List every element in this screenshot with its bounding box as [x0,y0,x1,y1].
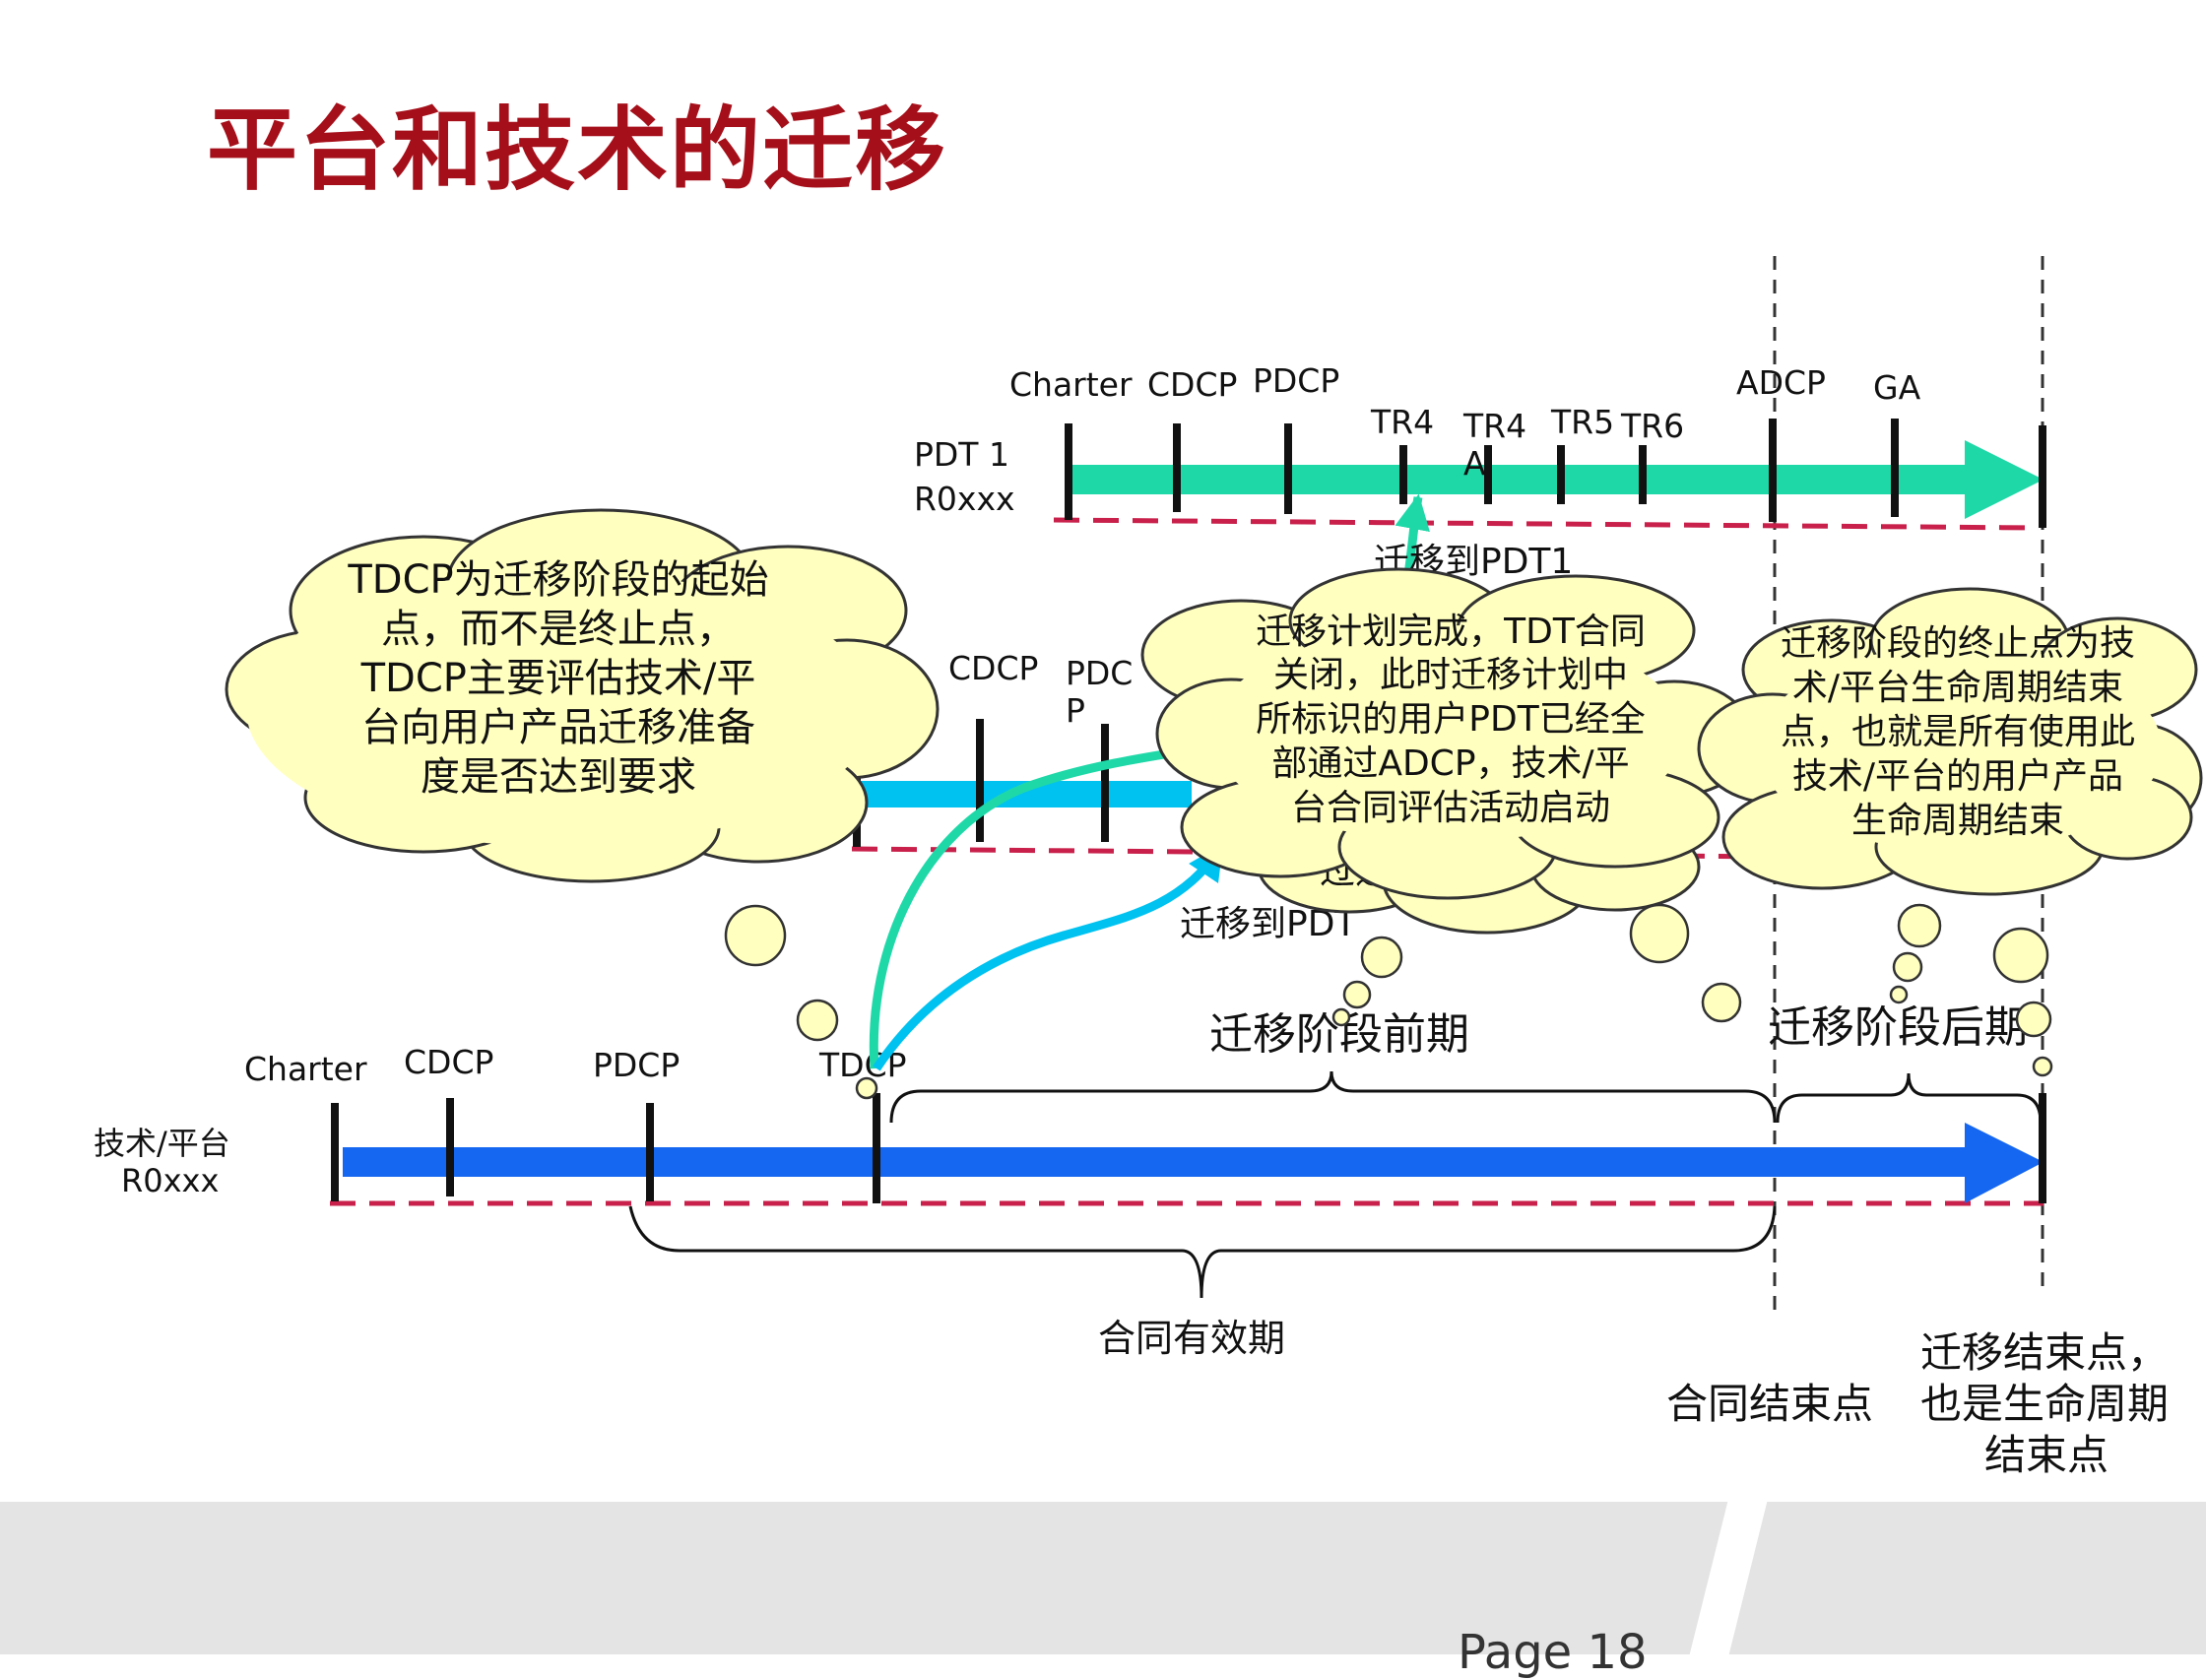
pdt1-milestone-tr4: TR4 [1370,403,1434,441]
right-cloud-line-3: 点，也就是所有使用此 [1781,712,2135,752]
pdt2-milestone-pdcp-line1: PDC [1066,654,1133,692]
migrate-to-pdt2-arrow [873,844,1225,1071]
left-cloud-line-3: TDCP主要评估技术/平 [360,656,756,701]
middle-cloud-line-2: 关闭，此时迁移计划中 [1273,655,1628,695]
right-cloud-line-2: 术/平台生命周期结束 [1792,668,2123,708]
left-cloud-line-4: 台向用户产品迁移准备 [361,705,755,750]
slide-title: 平台和技术的迁移 [207,97,948,203]
early-phase-brace [889,1070,1777,1124]
pdt1-milestone-tr5: TR5 [1550,403,1614,441]
lifecycle-end-label-line2: 也是生命周期 [1920,1380,2169,1428]
contract-period-label: 合同有效期 [1098,1317,1285,1360]
pdt2-milestone-pdcp-line2: P [1066,691,1085,730]
middle-cloud-line-5: 台合同评估活动启动 [1291,788,1610,828]
left-cloud [225,508,940,883]
footer-bar [0,1502,2206,1654]
right-cloud-line-4: 技术/平台的用户产品 [1792,756,2123,797]
tech-row: 技术/平台 R0xxx Charter CDCP PDCP TDCP [94,1043,2046,1206]
left-cloud-line-2: 点，而不是终止点， [381,607,736,652]
middle-cloud [1140,567,1755,900]
lifecycle-end-label-line3: 结束点 [1984,1431,2109,1479]
tech-arrow-head [1965,1123,2044,1203]
pdt1-arrow-shaft [1069,465,1975,494]
late-phase-brace [1776,1072,2043,1124]
pdt1-milestone-tr4a-line1: TR4 [1462,407,1526,445]
pdt1-milestone-adcp: ADCP [1736,363,1826,402]
late-phase-label: 迁移阶段后期 [1768,1002,2028,1053]
pdt2-milestone-cdcp: CDCP [948,649,1038,687]
right-cloud [1697,587,2203,896]
tech-milestone-pdcp: PDCP [593,1046,680,1084]
left-cloud-line-5: 度是否达到要求 [421,754,696,800]
tech-arrow-shaft [343,1147,1978,1177]
pdt1-milestone-cdcp: CDCP [1147,365,1237,404]
pdt1-ticks [1065,419,2046,528]
lifecycle-end-label-line1: 迁移结束点， [1920,1328,2169,1377]
pdt1-label-line1: PDT 1 [914,435,1009,474]
middle-cloud-line-4: 部通过ADCP，技术/平 [1271,743,1629,784]
tech-label-line2: R0xxx [121,1162,219,1199]
pdt1-milestone-tr6: TR6 [1620,407,1684,445]
tech-label-line1: 技术/平台 [94,1125,230,1162]
middle-cloud-line-3: 所标识的用户PDT已经全 [1256,699,1645,740]
pdt1-label-line2: R0xxx [914,480,1015,518]
right-cloud-line-1: 迁移阶段的终止点为技 [1781,623,2135,664]
pdt1-milestone-charter: Charter [1009,365,1133,404]
pdt1-milestone-tr4a-line2: A [1463,444,1486,483]
tech-milestone-charter: Charter [244,1050,367,1088]
right-cloud-line-5: 生命周期结束 [1851,801,2064,841]
pdt1-baseline [1053,517,2040,531]
pdt1-milestone-ga: GA [1873,368,1921,407]
pdt1-milestone-pdcp: PDCP [1253,361,1339,400]
middle-cloud-line-1: 迁移计划完成，TDT合同 [1256,612,1646,652]
page-number: Page 18 [1458,1625,1648,1680]
tech-milestone-cdcp: CDCP [404,1043,493,1081]
thought-bubbles [724,903,2053,1100]
pdt1-arrow-head [1965,440,2044,519]
left-cloud-line-1: TDCP为迁移阶段的起始 [347,557,768,603]
contract-period-brace [628,1205,1777,1299]
contract-end-label: 合同结束点 [1666,1380,1873,1428]
pdt1-row: PDT 1 R0xxx Charter CDCP PDCP TR4 TR4 A … [914,361,2046,531]
